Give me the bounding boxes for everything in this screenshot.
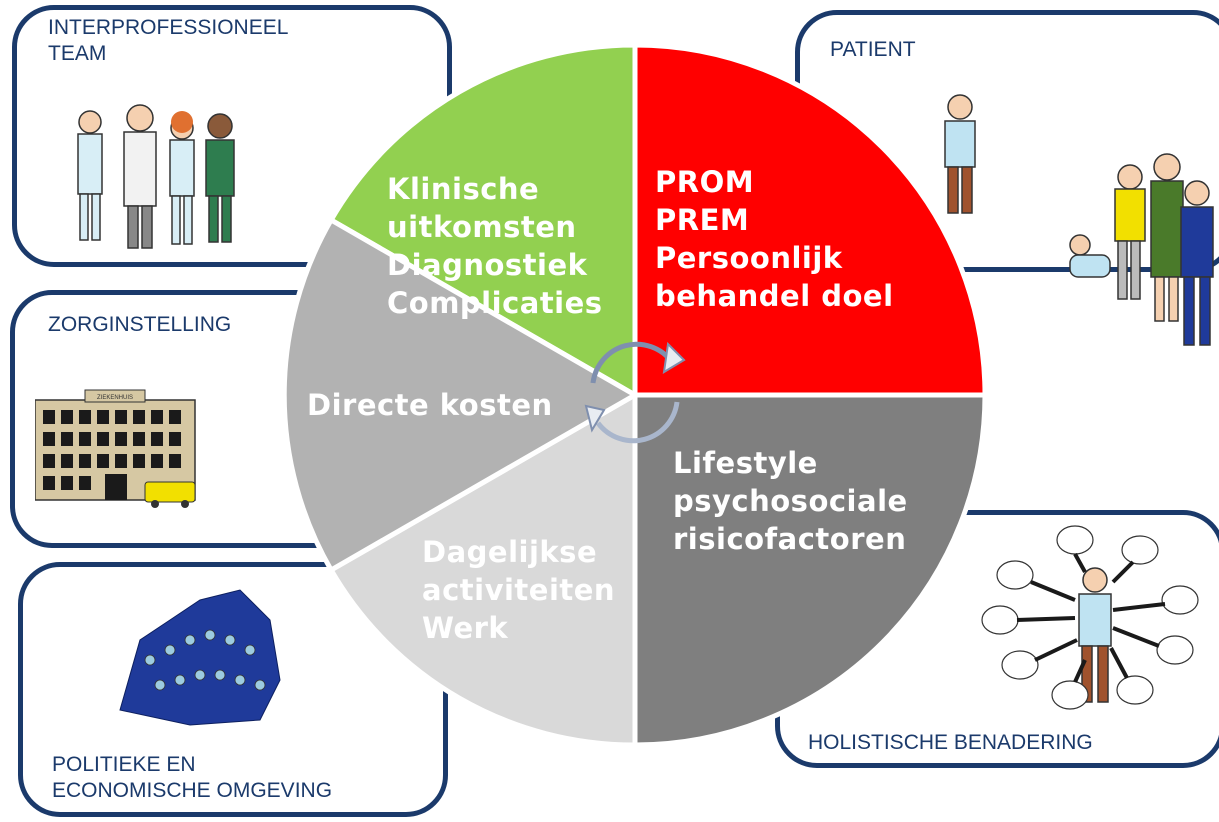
patient-label: PATIENT [830,38,916,61]
segment-patient-reported-text: PROM PREM Persoonlijk behandel doel [655,165,894,313]
team-illustration [77,104,235,249]
segment-lifestyle-text: Lifestyle psychosociale risicofactoren [673,446,908,556]
segment-costs-text: Directe kosten [307,388,553,422]
institution-label: ZORGINSTELLING [48,313,232,336]
holistic-illustration [981,525,1199,710]
patient-illustration [944,94,1214,346]
hospital-illustration: ZIEKENHUIS [35,389,196,508]
segment-clinical-text: Klinische uitkomsten Diagnostiek Complic… [387,172,603,320]
cycle-arrows-icon [584,341,686,444]
holistic-label: HOLISTISCHE BENADERING [808,731,1093,754]
hospital-sign: ZIEKENHUIS [97,395,133,401]
team-label: INTERPROFESSIONEEL TEAM [48,16,289,65]
politics-label: POLITIEKE EN ECONOMISCHE OMGEVING [52,753,333,802]
europe-illustration [119,589,281,726]
segment-daily-text: Dagelijkse activiteiten Werk [422,535,616,645]
